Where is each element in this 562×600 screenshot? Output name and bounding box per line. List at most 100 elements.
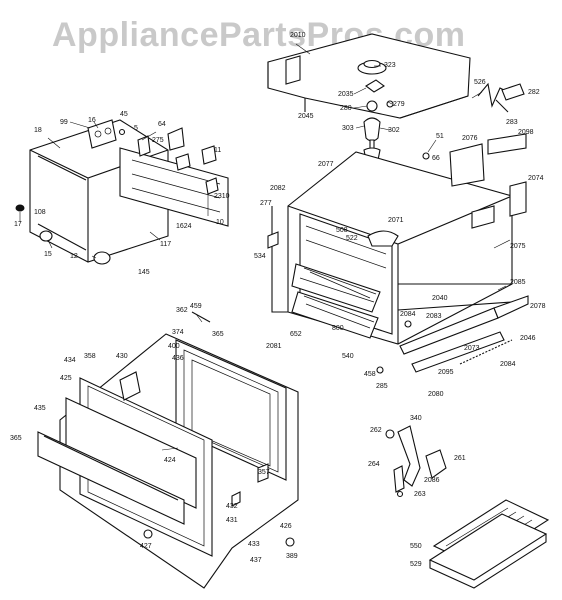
part-label: 51: [436, 133, 444, 140]
part-label: 2080: [428, 391, 444, 398]
oven-door-assembly: [37, 311, 299, 589]
part-label: 2074: [528, 175, 544, 182]
part-labels-broiler: 550 529: [410, 543, 422, 568]
part-label: 264: [368, 461, 380, 468]
part-label: 432: [226, 503, 238, 510]
part-label: 2098: [518, 129, 534, 136]
part-label: 15: [44, 251, 52, 258]
part-label: 2071: [388, 217, 404, 224]
door-hinge-assembly: [385, 425, 447, 498]
part-label: 389: [286, 553, 298, 560]
part-label: 282: [528, 89, 540, 96]
igniter-bracket: [477, 82, 525, 113]
top-cover-panel: [267, 33, 471, 161]
part-label: 425: [60, 375, 72, 382]
part-label: 2040: [432, 295, 448, 302]
part-label: 2077: [318, 161, 334, 168]
part-label: 534: [254, 253, 266, 260]
part-label: 426: [280, 523, 292, 530]
part-label: 117: [160, 241, 171, 248]
part-label: 280: [340, 105, 352, 112]
part-label: 540: [342, 353, 354, 360]
part-label: 374: [172, 329, 184, 336]
part-label: 262: [370, 427, 382, 434]
part-label: 365: [10, 435, 22, 442]
part-label: 2081: [266, 343, 282, 350]
part-label: 145: [138, 269, 150, 276]
leader-lines: [19, 43, 511, 451]
part-label: 279: [393, 101, 405, 108]
part-label: 2095: [438, 369, 454, 376]
part-labels-top: 2010 323 2035 280 279 2045 303 302 51 52…: [290, 32, 540, 140]
part-label: 11: [214, 147, 221, 154]
part-label: 358: [84, 353, 96, 360]
part-label: 2084: [500, 361, 516, 368]
part-label: 283: [506, 119, 518, 126]
part-label: 10: [216, 219, 224, 226]
part-label: 529: [410, 561, 422, 568]
part-label: 2010: [290, 32, 306, 39]
part-label: 526: [474, 79, 486, 86]
part-label: 458: [364, 371, 376, 378]
part-label: 303: [342, 125, 354, 132]
part-label: 108: [34, 209, 46, 216]
part-label: 277: [260, 200, 272, 207]
part-label: 1624: [176, 223, 192, 230]
part-label: 340: [410, 415, 422, 422]
part-label: 2310: [214, 193, 230, 200]
part-labels-hinge: 340 262 261 264 2086 263: [368, 415, 466, 498]
part-label: 365: [212, 331, 224, 338]
part-label: 427: [140, 543, 152, 550]
part-label: 16: [88, 117, 96, 124]
part-label: 424: [164, 457, 176, 464]
part-label: 2084: [400, 311, 416, 318]
part-label: 357: [258, 469, 270, 476]
part-label: 323: [384, 62, 396, 69]
part-label: 18: [34, 127, 42, 134]
part-label: 2045: [298, 113, 314, 120]
part-label: 2083: [426, 313, 442, 320]
broiler-pan-assembly: [428, 499, 550, 589]
part-label: 2076: [462, 135, 478, 142]
part-label: 45: [120, 111, 128, 118]
part-label: 285: [376, 383, 388, 390]
part-label: 2073: [464, 345, 480, 352]
part-label: 400: [168, 343, 180, 350]
part-label: 17: [14, 221, 22, 228]
part-label: 261: [454, 455, 466, 462]
part-label: 2086: [424, 477, 440, 484]
part-label: 302: [388, 127, 400, 134]
part-label: 263: [414, 491, 426, 498]
part-label: 275: [152, 137, 164, 144]
part-label: 12: [70, 253, 78, 260]
part-label: 522: [346, 235, 358, 242]
part-label: 434: [64, 357, 76, 364]
part-label: 431: [226, 517, 238, 524]
part-label: 550: [410, 543, 422, 550]
part-label: 435: [34, 405, 46, 412]
part-label: 362: [176, 307, 188, 314]
part-labels-body: 2076 2098 2077 2074 2082 66 277 2071 508…: [254, 129, 546, 398]
part-label: 430: [116, 353, 128, 360]
part-label: 800: [332, 325, 344, 332]
part-label: 436: [172, 355, 184, 362]
part-label: 5: [134, 125, 138, 132]
part-label: 64: [158, 121, 166, 128]
part-label: 437: [250, 557, 262, 564]
part-labels-control: 99 16 45 18 5 64 11 275 2310 17 10 108 1…: [14, 111, 230, 276]
part-label: 2085: [510, 279, 526, 286]
control-panel-assembly: [15, 119, 229, 265]
part-label: 2075: [510, 243, 526, 250]
part-label: 652: [290, 331, 302, 338]
part-label: 2078: [530, 303, 546, 310]
part-label: 66: [432, 155, 440, 162]
part-label: 459: [190, 303, 202, 310]
oven-cavity-body: [267, 133, 529, 374]
part-labels-door: 459 362 374 365 400 436 430 434 358 425 …: [10, 303, 298, 564]
part-label: 99: [60, 119, 68, 126]
part-label: 2046: [520, 335, 536, 342]
part-label: 508: [336, 227, 348, 234]
part-label: 2082: [270, 185, 286, 192]
part-label: 433: [248, 541, 260, 548]
